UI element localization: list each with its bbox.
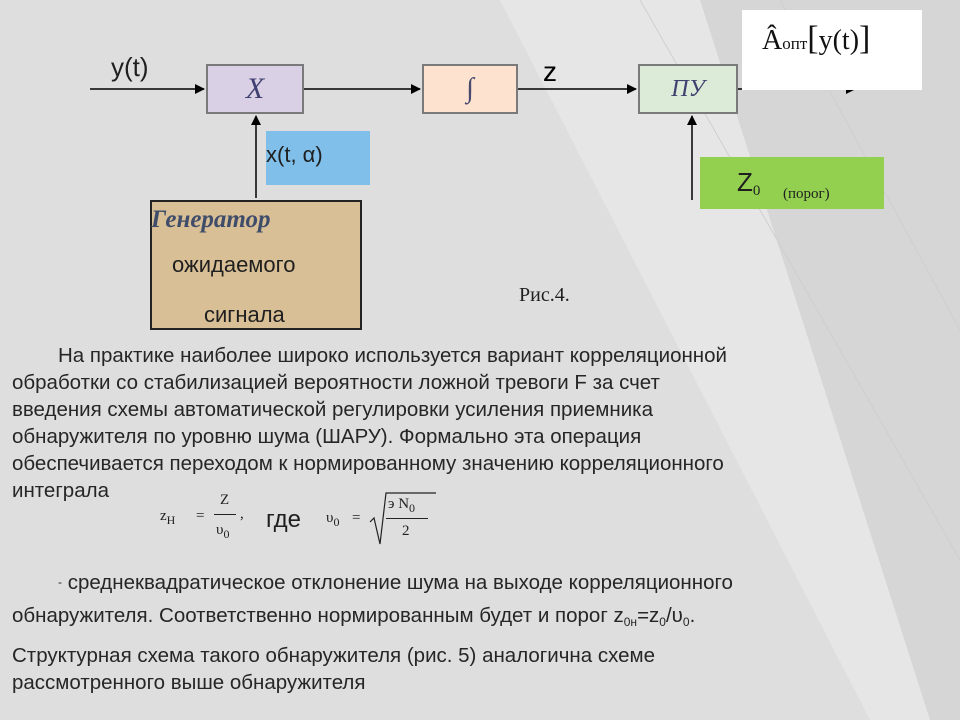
threshold-device-block: ПУ [638, 64, 738, 114]
formula-numerator: Z [220, 492, 230, 508]
multiplier-label: X [245, 72, 265, 105]
formula-normalized: zH = Z υ0 , [160, 492, 244, 541]
text-line-3: введения схемы автоматической регулировк… [12, 398, 653, 421]
text-line-8: обнаружителя. Соответственно нормированн… [12, 604, 696, 629]
generator-line2: ожидаемого [172, 252, 296, 277]
generator-block: Генератор ожидаемого сигнала [150, 200, 362, 330]
formula-denominator: υ0 [216, 522, 230, 541]
multiplier-block: X [206, 64, 304, 114]
text-line-7: - среднеквадратическое отклонение шума н… [58, 571, 733, 594]
fraction-bar [214, 514, 236, 515]
text-line-5: обеспечивается переходом к нормированном… [12, 452, 724, 475]
generator-title: Генератор [151, 206, 271, 233]
output-expression-box: Âопт[y(t)] [742, 10, 922, 90]
text-line-4: обнаружителя по уровню шума (ШАРУ). Форм… [12, 425, 642, 448]
formula2-lhs: υ0 [326, 510, 340, 529]
input-signal-label: y(t) [111, 52, 149, 82]
formula-sigma: υ0 = э N0 2 [326, 490, 446, 550]
formula2-numerator: э N0 [388, 496, 416, 515]
text-line-9: Структурная схема такого обнаружителя (р… [12, 644, 655, 667]
integrator-block: ∫ [422, 64, 518, 114]
reference-signal-label: x(t, α) [266, 131, 370, 185]
sqrt-sign [369, 492, 436, 545]
threshold-box: Z0 (порог) [700, 157, 884, 209]
threshold-note: (порог) [783, 186, 830, 202]
generator-line3: сигнала [204, 302, 285, 327]
text-line-2: обработки со стабилизацией вероятности л… [12, 371, 660, 394]
text-line-1: На практике наиболее широко используется… [58, 344, 727, 367]
output-expression: Âопт[y(t)] [762, 20, 871, 57]
figure-caption: Рис.4. [519, 284, 570, 306]
formula2-denominator: 2 [402, 523, 410, 539]
threshold-device-label: ПУ [671, 75, 705, 102]
threshold-symbol: Z0 [737, 167, 761, 199]
formula-lhs: zH [160, 508, 176, 527]
where-label: где [266, 506, 302, 533]
text-line-10: рассмотренного выше обнаружителя [12, 671, 366, 694]
integrator-label: ∫ [466, 73, 474, 104]
z-label: z [543, 56, 557, 87]
text-line-6: интеграла [12, 479, 109, 502]
